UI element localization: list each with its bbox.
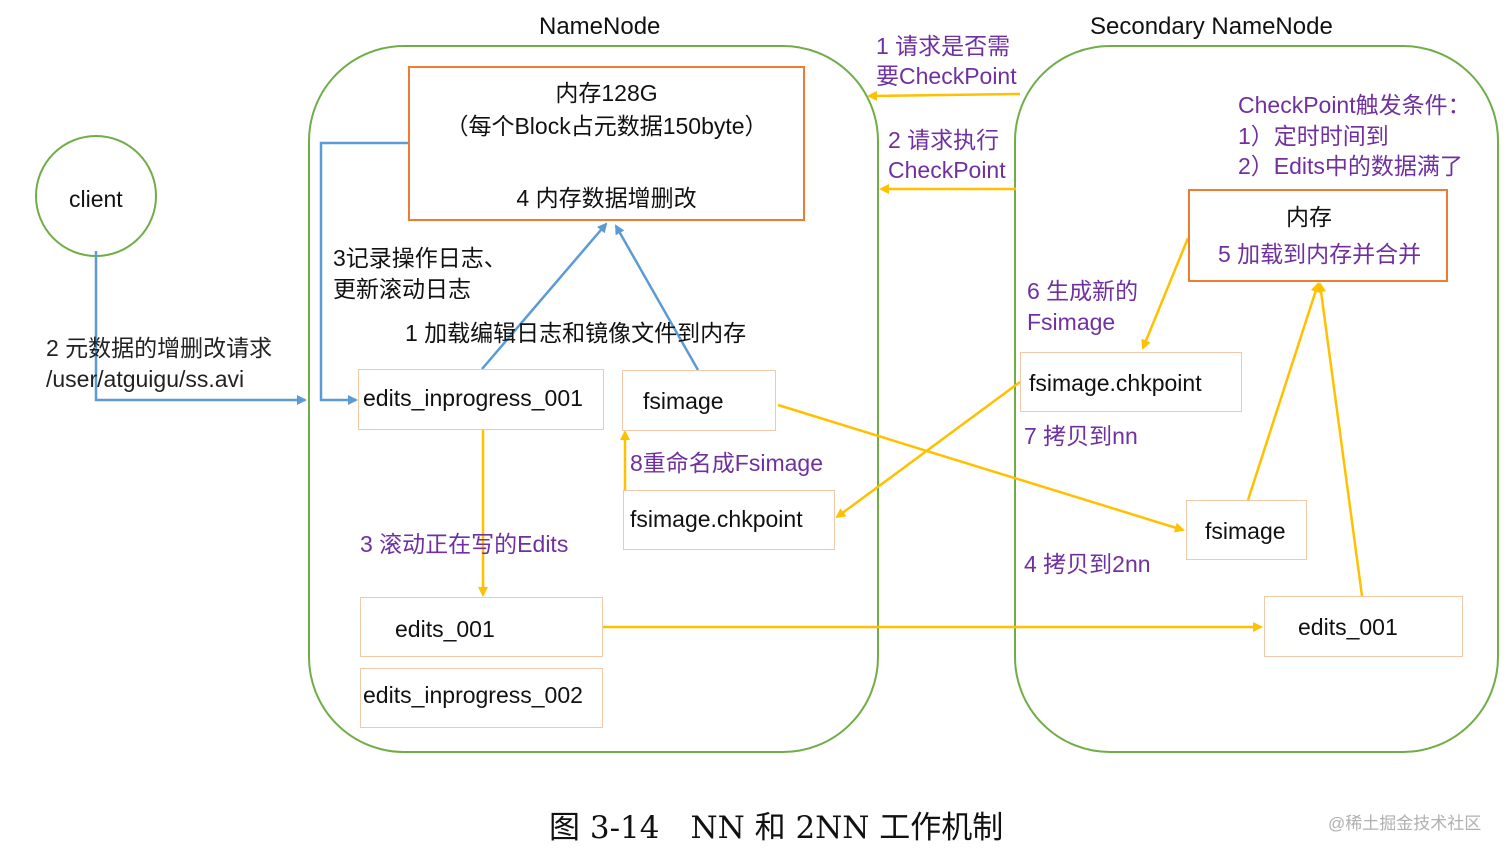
secondary-namenode-title: Secondary NameNode: [1090, 13, 1333, 40]
ask-checkpoint-label-line2: 要CheckPoint: [876, 63, 1017, 89]
client-request-label-line2: /user/atguigu/ss.avi: [46, 366, 245, 392]
edits-inprogress-002-label: edits_inprogress_002: [363, 682, 583, 708]
namenode-title: NameNode: [539, 13, 661, 40]
new-fsimage-label-line2: Fsimage: [1027, 309, 1116, 335]
secondary-fsimage-chkpoint-label: fsimage.chkpoint: [1029, 370, 1202, 396]
arrow-generate-fsimage: [1141, 237, 1190, 350]
exec-checkpoint-label-line2: CheckPoint: [888, 157, 1006, 183]
fsimage-chkpoint-label: fsimage.chkpoint: [630, 506, 803, 532]
watermark: @稀土掘金技术社区: [1328, 814, 1482, 833]
client-request-label-line1: 2 元数据的增删改请求: [46, 335, 273, 361]
record-log-label-line2: 更新滚动日志: [333, 276, 471, 302]
edits-inprogress-001-box: edits_inprogress_001: [358, 369, 604, 430]
edits-inprogress-002-box: edits_inprogress_002: [360, 668, 603, 728]
namenode-memory-line2: （每个Block占元数据150byte）: [445, 113, 768, 139]
secondary-fsimage-label: fsimage: [1205, 518, 1286, 544]
secondary-memory-box: 内存 5 加载到内存并合并: [1188, 189, 1448, 282]
secondary-fsimage-box: fsimage: [1186, 500, 1307, 560]
secondary-memory-line1: 内存: [1286, 204, 1332, 230]
namenode-memory-box: 内存128G （每个Block占元数据150byte） 4 内存数据增删改: [408, 66, 805, 221]
arrow-fsimage-to-memory: [614, 224, 700, 371]
load-edits-image-label: 1 加载编辑日志和镜像文件到内存: [405, 320, 747, 346]
fsimage-label: fsimage: [643, 388, 724, 414]
ask-checkpoint-label-line1: 1 请求是否需: [876, 33, 1011, 59]
arrow-copy-fsimage-to-2nn: [777, 403, 1185, 533]
edits-001-label: edits_001: [395, 616, 495, 642]
record-log-label-line1: 3记录操作日志、: [333, 245, 507, 271]
namenode-container: [308, 45, 879, 753]
client-label: client: [69, 186, 123, 212]
secondary-namenode-container: [1014, 45, 1499, 753]
edits-001-box: edits_001: [360, 597, 603, 657]
figure-caption: 图 3-14 NN 和 2NN 工作机制: [549, 810, 1004, 846]
secondary-fsimage-chkpoint-box: fsimage.chkpoint: [1020, 352, 1242, 412]
copy-to-2nn-label: 4 拷贝到2nn: [1024, 551, 1151, 577]
secondary-edits-001-box: edits_001: [1264, 596, 1463, 657]
namenode-memory-line1: 内存128G: [555, 80, 658, 106]
arrow-memory-to-edits: [319, 141, 408, 405]
arrow-edits-to-2nn-memory: [1316, 282, 1364, 597]
rename-fsimage-label: 8重命名成Fsimage: [630, 450, 823, 476]
roll-edits-label: 3 滚动正在写的Edits: [360, 531, 569, 557]
namenode-memory-line3: 4 内存数据增删改: [516, 185, 697, 211]
arrow-edits-to-memory: [481, 222, 608, 370]
new-fsimage-label-line1: 6 生成新的: [1027, 278, 1139, 304]
arrow-copy-to-nn: [835, 380, 1021, 519]
trigger-label-line2: 1）定时时间到: [1238, 123, 1389, 149]
fsimage-box: fsimage: [622, 370, 776, 431]
arrow-client-to-namenode: [94, 251, 307, 405]
edits-inprogress-001-label: edits_inprogress_001: [363, 385, 583, 411]
secondary-edits-001-label: edits_001: [1298, 614, 1398, 640]
trigger-label-line1: CheckPoint触发条件：: [1238, 92, 1471, 118]
fsimage-chkpoint-box: fsimage.chkpoint: [623, 490, 835, 550]
secondary-memory-line2: 5 加载到内存并合并: [1218, 241, 1422, 267]
copy-to-nn-label: 7 拷贝到nn: [1024, 423, 1138, 449]
arrow-fsimage-to-2nn-memory: [1246, 282, 1321, 501]
trigger-label-line3: 2）Edits中的数据满了: [1238, 153, 1463, 179]
exec-checkpoint-label-line1: 2 请求执行: [888, 127, 1000, 153]
arrow-ask-checkpoint: [867, 90, 1021, 101]
